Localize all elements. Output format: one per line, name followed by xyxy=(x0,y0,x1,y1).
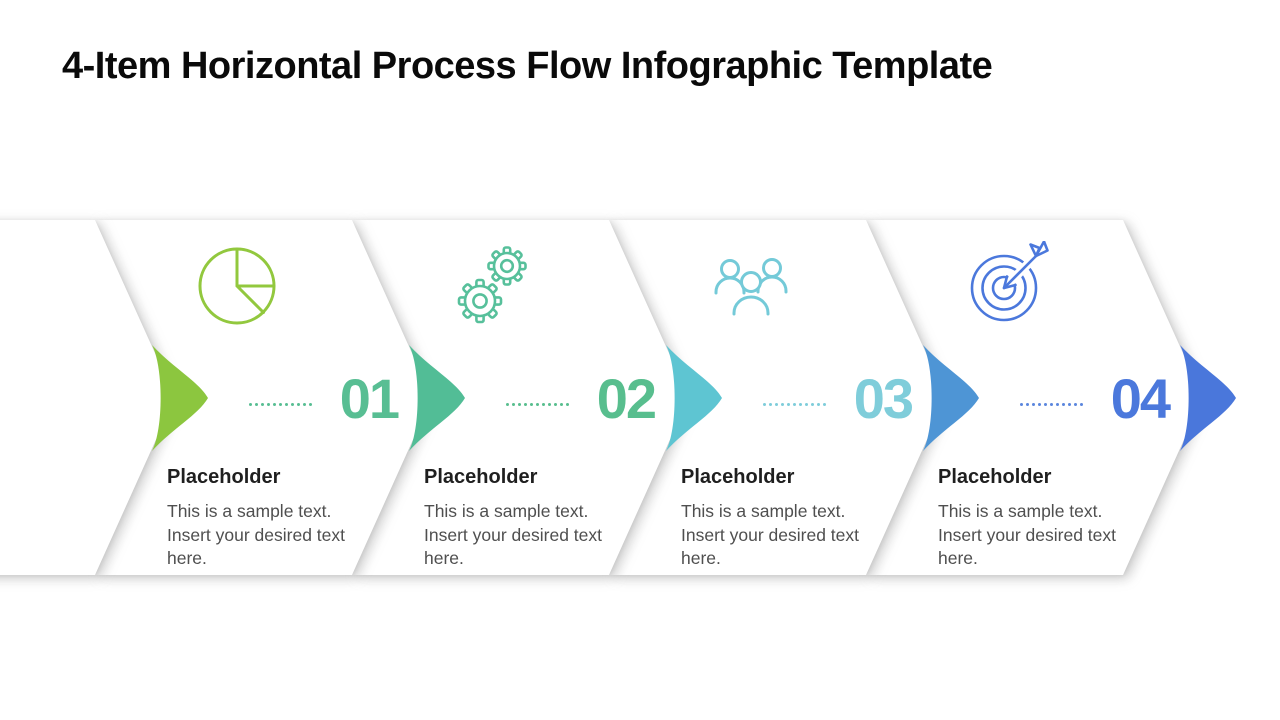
step-description: This is a sample text. Insert your desir… xyxy=(167,501,345,568)
step-number: 04 xyxy=(1110,367,1171,430)
gears-icon xyxy=(451,241,537,327)
flow-arrow-end xyxy=(1176,343,1238,453)
flow-arrow-4 xyxy=(919,343,981,453)
target-icon xyxy=(965,241,1051,327)
flow-arrow-3 xyxy=(662,343,724,453)
step-number: 03 xyxy=(853,367,914,430)
team-icon xyxy=(708,252,794,316)
chevron-band-0 xyxy=(0,220,175,575)
dotted-connector xyxy=(504,396,570,414)
slide-title: 4-Item Horizontal Process Flow Infograph… xyxy=(62,45,993,87)
dotted-connector xyxy=(761,396,827,414)
step-heading: Placeholder xyxy=(938,466,1052,488)
dotted-connector xyxy=(247,396,313,414)
dotted-connector xyxy=(1018,396,1084,414)
step-heading: Placeholder xyxy=(167,466,281,488)
pie-chart-icon xyxy=(194,241,280,327)
step-description: This is a sample text. Insert your desir… xyxy=(681,501,859,568)
step-heading: Placeholder xyxy=(681,466,795,488)
step-number: 02 xyxy=(596,367,657,430)
step-description: This is a sample text. Insert your desir… xyxy=(938,501,1116,568)
step-heading: Placeholder xyxy=(424,466,538,488)
step-description: This is a sample text. Insert your desir… xyxy=(424,501,602,568)
flow-arrow-2 xyxy=(405,343,467,453)
step-number: 01 xyxy=(339,367,400,430)
flow-arrow-1 xyxy=(148,343,210,453)
